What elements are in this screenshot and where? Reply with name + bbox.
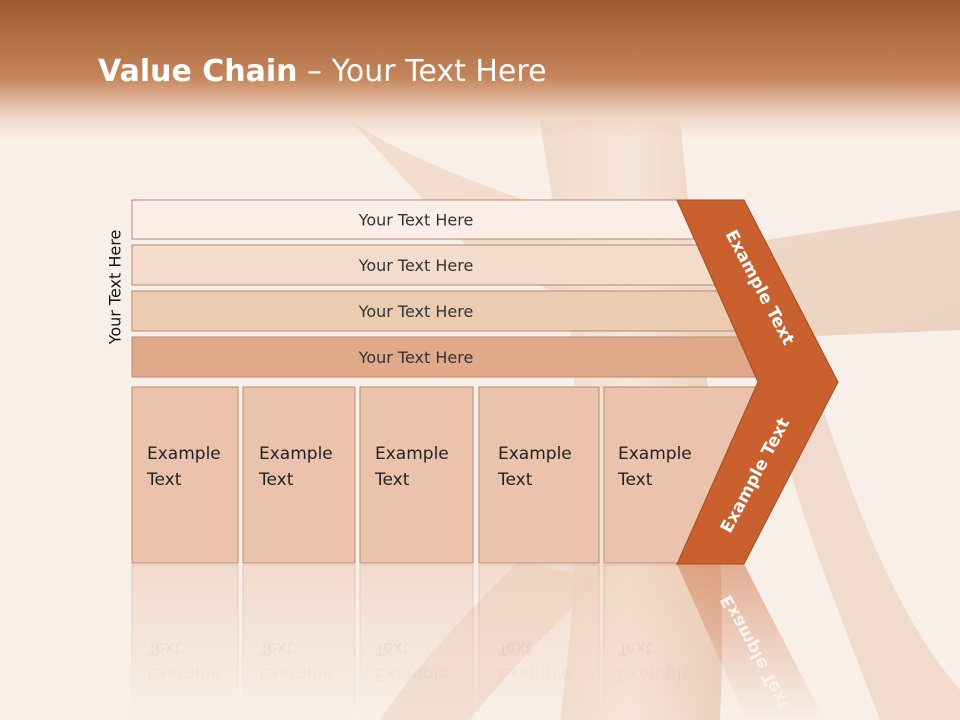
reflected-label-2-line1: Example [259,664,333,684]
activity-label-3-line1: Example [375,444,449,464]
reflected-label-2-line2: Text [258,638,294,658]
reflected-box-5 [603,564,750,720]
activity-box-4 [478,386,600,564]
title-band [0,0,960,140]
activity-label-2-line2: Text [258,470,294,490]
support-bar-label-3: Your Text Here [358,302,474,321]
reflected-label-4-line2: Text [497,638,533,658]
activity-box-2 [242,386,356,564]
activity-label-2-line1: Example [259,444,333,464]
activity-label-5-line2: Text [617,470,653,490]
activity-box-1 [131,386,239,564]
support-bar-label-2: Your Text Here [358,256,474,275]
reflected-label-3-line1: Example [375,664,449,684]
title-rest: – Your Text Here [297,54,547,89]
reflected-chevron [677,564,825,720]
activity-label-5-line1: Example [618,444,692,464]
reflected-label-1-line1: Example [147,664,221,684]
reflected-label-4-line1: Example [498,664,572,684]
activity-label-1-line1: Example [147,444,221,464]
slide-title: Value Chain – Your Text Here [98,52,547,92]
reflected-box-1 [131,564,239,720]
reflected-box-4 [478,564,600,720]
reflected-label-5-line2: Text [617,638,653,658]
activity-label-4-line2: Text [497,470,533,490]
reflected-label-3-line2: Text [374,638,410,658]
support-bar-label-4: Your Text Here [358,348,474,367]
reflected-box-3 [359,564,474,720]
title-bold: Value Chain [98,54,298,89]
support-bar-label-1: Your Text Here [358,211,474,230]
margin-chevron [676,199,839,565]
activity-label-3-line2: Text [374,470,410,490]
activity-label-1-line2: Text [146,470,182,490]
reflected-label-5-line1: Example [618,664,692,684]
reflected-label-1-line2: Text [146,638,182,658]
activity-box-3 [359,386,474,564]
reflected-box-2 [242,564,356,720]
activity-label-4-line1: Example [498,444,572,464]
